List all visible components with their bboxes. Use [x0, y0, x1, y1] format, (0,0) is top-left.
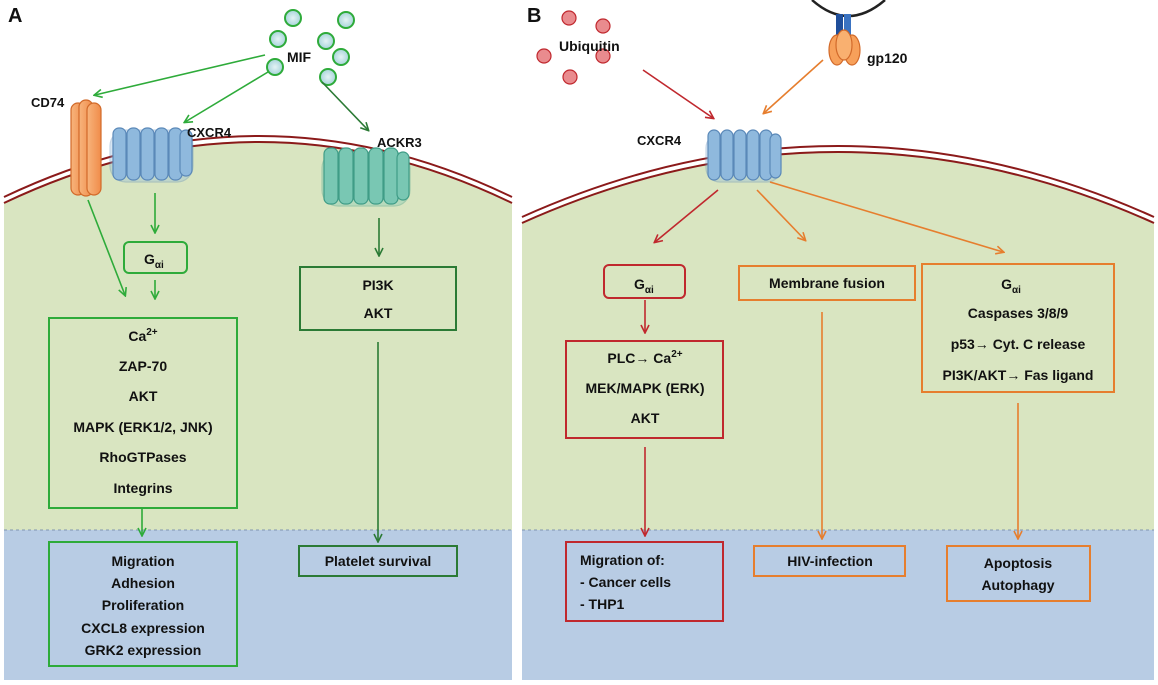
apoptosis-signal-line: Caspases 3/8/9	[968, 305, 1069, 321]
cxcr4-receptor-a	[109, 127, 194, 183]
signal-line: Integrins	[113, 480, 172, 496]
apoptosis-signal-box	[921, 263, 1115, 393]
apoptosis-signal-line: PI3K/AKT→ Fas ligand	[943, 367, 1094, 383]
mif-molecule	[269, 30, 287, 48]
fusion-line: Membrane fusion	[769, 275, 885, 291]
gai-label-a: Gαi	[144, 251, 164, 271]
apoptosis-signal-gai: Gαi	[1001, 276, 1021, 296]
outcome-line: Adhesion	[111, 575, 175, 591]
panel-a-letter: A	[8, 5, 22, 27]
apoptosis-box	[946, 545, 1091, 602]
mif-molecule	[284, 9, 302, 27]
signal-line: ZAP-70	[119, 358, 167, 374]
hiv-line: HIV-infection	[787, 553, 873, 569]
cxcr4-label-b: CXCR4	[637, 133, 682, 148]
panel-b: B Ubiquitin gp120	[521, 0, 1155, 680]
panel-b-membrane-outer	[521, 145, 1155, 218]
ubiquitin-label: Ubiquitin	[559, 38, 620, 54]
migration-box-b	[565, 541, 724, 622]
arrow-ubiquitin-cxcr4	[642, 69, 713, 118]
outcome-line: GRK2 expression	[85, 642, 202, 658]
ackr3-receptor	[321, 147, 411, 207]
hiv-box	[753, 545, 906, 577]
gai-box-a	[123, 241, 188, 274]
gp120-virus	[811, 0, 886, 66]
outcome-box-a	[48, 541, 238, 667]
apoptosis-line: Autophagy	[981, 577, 1054, 593]
ubiquitin-molecule	[595, 48, 611, 64]
signal-ca-line: Ca2+	[128, 327, 157, 344]
cxcr4-label-a: CXCR4	[187, 125, 232, 140]
migration-line: Migration of:	[580, 552, 665, 568]
panel-a: A MIF CD74	[3, 5, 513, 680]
panel-b-letter: B	[527, 5, 541, 27]
arrow-cxcr4-gai-b	[655, 189, 719, 242]
ackr3-label: ACKR3	[377, 135, 422, 150]
ubiquitin-molecule	[595, 18, 611, 34]
gai-label-b: Gαi	[634, 276, 654, 296]
ubiquitin-molecule	[561, 10, 577, 26]
pi3k-line: PI3K	[362, 277, 393, 293]
cd74-receptor	[70, 99, 102, 197]
plc-line: PLC→ Ca2+	[607, 349, 682, 366]
arrow-cxcr4-apoptosis-signal	[769, 181, 1003, 252]
mif-molecule	[332, 48, 350, 66]
mif-molecule	[266, 58, 284, 76]
plc-line: AKT	[631, 410, 660, 426]
gai-box-b	[603, 264, 686, 299]
cd74-label: CD74	[31, 95, 65, 110]
migration-line: - THP1	[580, 596, 625, 612]
arrow-cd74-signal	[87, 199, 125, 295]
signal-line: RhoGTPases	[99, 449, 186, 465]
arrow-cxcr4-fusion	[756, 189, 805, 240]
ubiquitin-molecules	[536, 10, 611, 85]
arrow-mif-cd74	[95, 54, 266, 95]
ubiquitin-molecule	[562, 69, 578, 85]
arrow-gp120-cxcr4	[764, 59, 824, 113]
panel-b-membrane-inner	[521, 151, 1155, 224]
migration-line: - Cancer cells	[580, 574, 671, 590]
apoptosis-line: Apoptosis	[984, 555, 1053, 571]
signal-box-a	[48, 317, 238, 509]
pi3k-line: AKT	[364, 305, 393, 321]
gp120-label: gp120	[867, 50, 908, 66]
platelet-line: Platelet survival	[325, 553, 432, 569]
mif-molecule	[337, 11, 355, 29]
fusion-box	[738, 265, 916, 301]
cxcr4-receptor-b	[705, 129, 782, 183]
signal-line: MAPK (ERK1/2, JNK)	[73, 419, 212, 435]
mif-molecule	[319, 68, 337, 86]
outcome-line: Migration	[112, 553, 175, 569]
platelet-box	[298, 545, 458, 577]
apoptosis-signal-line: p53→ Cyt. C release	[951, 336, 1086, 352]
mif-molecules	[266, 9, 355, 86]
mif-label: MIF	[287, 49, 312, 65]
signal-line: AKT	[129, 388, 158, 404]
plc-line: MEK/MAPK (ERK)	[586, 380, 705, 396]
pi3k-box	[299, 266, 457, 331]
ubiquitin-molecule	[536, 48, 552, 64]
mif-molecule	[317, 32, 335, 50]
arrow-mif-ackr3	[321, 81, 368, 130]
arrow-mif-cxcr4	[185, 71, 269, 122]
outcome-line: Proliferation	[102, 597, 184, 613]
outcome-line: CXCL8 expression	[81, 620, 205, 636]
plc-box	[565, 340, 724, 439]
